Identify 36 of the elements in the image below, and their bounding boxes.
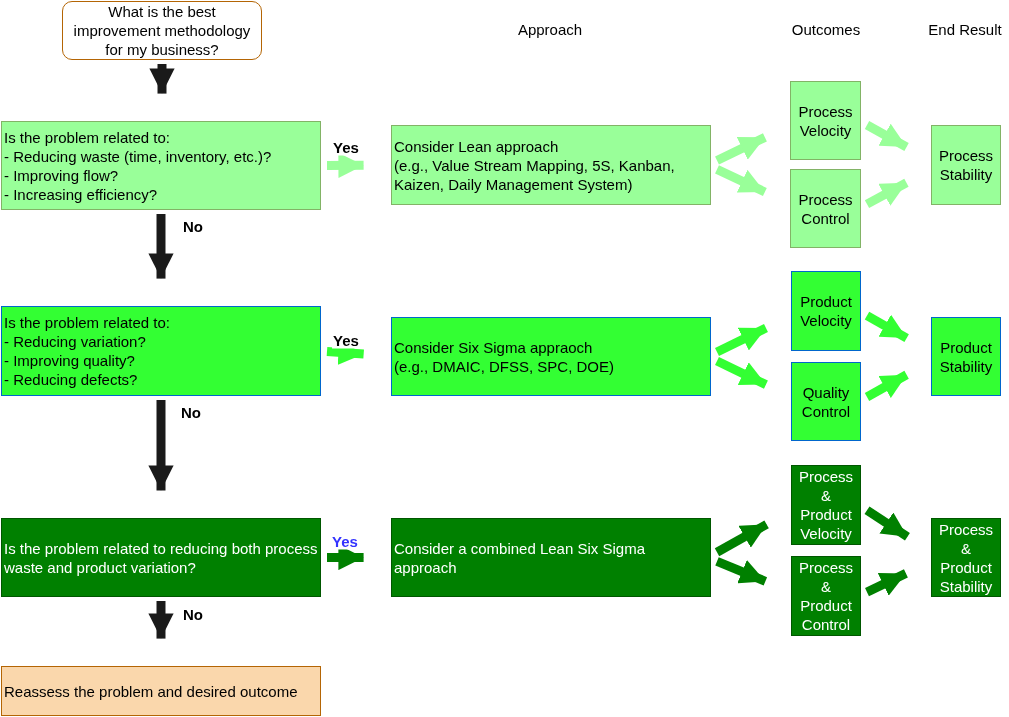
outcome-box: Product Velocity <box>791 271 861 351</box>
outcome-box: Process & Product Velocity <box>791 465 861 545</box>
block-arrow <box>865 569 908 597</box>
end-box: Reassess the problem and desired outcome <box>1 666 321 716</box>
block-arrow <box>715 324 768 356</box>
block-arrow <box>148 214 174 279</box>
column-heading: Approach <box>517 20 583 38</box>
outcome-box: Process & Product Control <box>791 556 861 636</box>
column-heading: Outcomes <box>791 20 861 38</box>
column-heading: End Result <box>928 20 1002 38</box>
block-arrow <box>148 400 174 491</box>
block-arrow <box>715 165 767 197</box>
outcome-box: Process & Product Stability <box>931 518 1001 597</box>
block-arrow <box>715 557 768 586</box>
block-arrow <box>714 520 769 557</box>
outcome-box: Process Stability <box>931 125 1001 205</box>
outcome-box: Product Stability <box>931 317 1001 396</box>
question-box: Is the problem related to: - Reducing variation? - Improving quality? - Reducing defects? <box>1 306 321 396</box>
start-box: What is the best improvement methodology for my business? <box>62 1 262 60</box>
outcome-box: Quality Control <box>791 362 861 441</box>
question-box: Is the problem related to: - Reducing waste (time, inventory, etc.)? - Improving flow? - Increasing efficiency? <box>1 121 321 210</box>
approach-box: Consider a combined Lean Six Sigma approach <box>391 518 711 597</box>
block-arrow <box>715 133 767 165</box>
outcome-box: Process Control <box>790 169 861 248</box>
outcome-box: Process Velocity <box>790 81 861 160</box>
block-arrow <box>864 506 910 541</box>
approach-box: Consider Six Sigma appraoch (e.g., DMAIC, DFSS, SPC, DOE) <box>391 317 711 396</box>
block-arrow <box>864 311 909 343</box>
question-box: Is the problem related to reducing both process waste and product variation? <box>1 518 321 597</box>
block-arrow <box>148 601 174 639</box>
block-arrow <box>864 178 909 209</box>
block-arrow <box>864 121 909 151</box>
block-arrow <box>715 356 768 389</box>
approach-box: Consider Lean approach (e.g., Value Stream Mapping, 5S, Kanban, Kaizen, Daily Management System) <box>391 125 711 205</box>
block-arrow <box>149 64 175 94</box>
block-arrow <box>864 370 909 401</box>
